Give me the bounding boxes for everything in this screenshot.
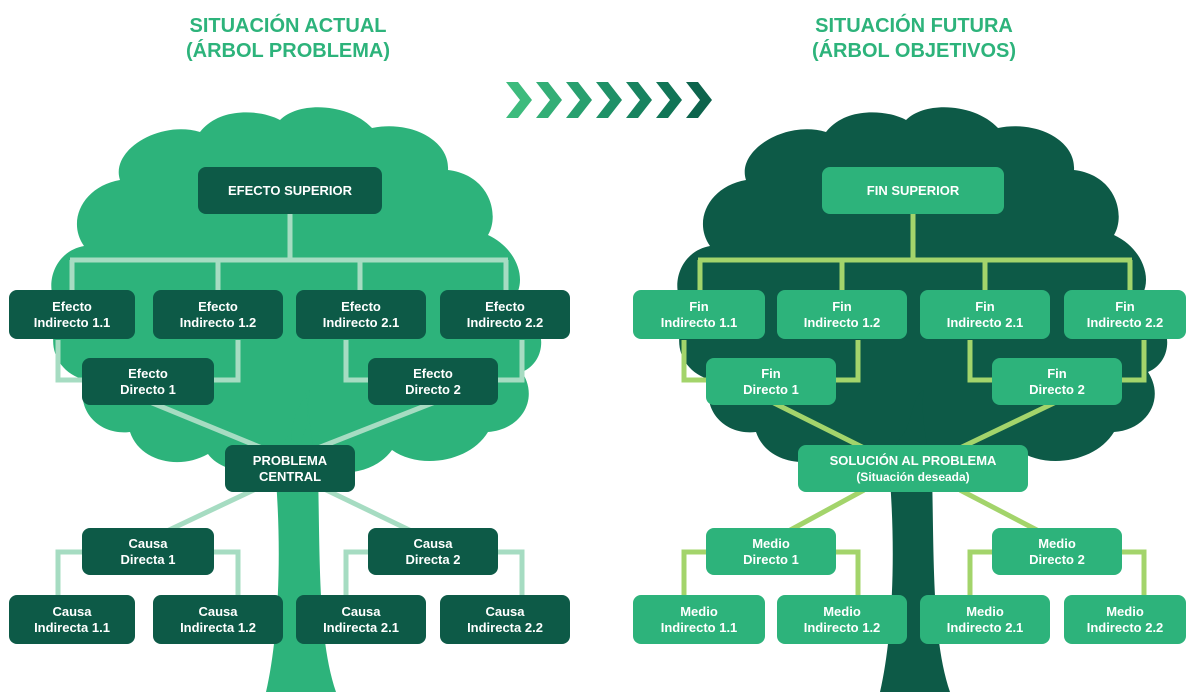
box-line2: Indirecta 1.2 bbox=[180, 619, 256, 635]
top-effect-box: EFECTO SUPERIOR bbox=[198, 167, 382, 214]
box-line1: Efecto bbox=[52, 298, 92, 314]
box-line2: Indirecto 1.1 bbox=[33, 314, 111, 330]
box-line2: (Situación deseada) bbox=[856, 469, 970, 484]
box-line1: Efecto bbox=[128, 365, 168, 381]
box-line1: Causa bbox=[128, 535, 168, 551]
box-line1: Causa bbox=[198, 603, 238, 619]
chevron-right-icon bbox=[536, 82, 562, 118]
box-line2: Indirecto 2.2 bbox=[466, 314, 544, 330]
box-line1: Efecto bbox=[485, 298, 525, 314]
box-line1: Medio bbox=[1038, 535, 1076, 551]
box-line2: Indirecto 1.1 bbox=[660, 619, 738, 635]
box-line1: Causa bbox=[413, 535, 453, 551]
chevron-right-icon bbox=[566, 82, 592, 118]
box-line1: Medio bbox=[752, 535, 790, 551]
box-line1: PROBLEMA bbox=[252, 452, 328, 468]
box-line2: Indirecto 1.2 bbox=[803, 314, 881, 330]
central-solution-box: SOLUCIÓN AL PROBLEMA(Situación deseada) bbox=[798, 445, 1028, 492]
box-line1: Fin bbox=[761, 365, 781, 381]
box-line1: Efecto bbox=[341, 298, 381, 314]
box-line1: Causa bbox=[52, 603, 92, 619]
box-line2: Indirecta 2.2 bbox=[467, 619, 543, 635]
box-line1: SOLUCIÓN AL PROBLEMA bbox=[829, 452, 997, 468]
chevron-right-icon bbox=[596, 82, 622, 118]
box-line2: CENTRAL bbox=[258, 468, 322, 484]
box-line2: Indirecto 1.1 bbox=[660, 314, 738, 330]
box-line2: Indirecto 1.2 bbox=[803, 619, 881, 635]
box-line1: Efecto bbox=[413, 365, 453, 381]
box-line1: Medio bbox=[1106, 603, 1144, 619]
box-line2: Directo 1 bbox=[120, 381, 176, 397]
box-line2: Indirecto 1.2 bbox=[179, 314, 257, 330]
right-title-line2: (ÁRBOL OBJETIVOS) bbox=[811, 40, 1017, 62]
box-line1: Causa bbox=[485, 603, 525, 619]
top-effect-label: EFECTO SUPERIOR bbox=[227, 182, 352, 198]
box-line1: Fin bbox=[832, 298, 852, 314]
box-line1: Causa bbox=[341, 603, 381, 619]
box-line1: Medio bbox=[680, 603, 718, 619]
box-line2: Indirecto 2.1 bbox=[946, 314, 1024, 330]
top-goal-label: FIN SUPERIOR bbox=[866, 182, 960, 198]
box-line1: Fin bbox=[1115, 298, 1135, 314]
top-goal-box: FIN SUPERIOR bbox=[822, 167, 1004, 214]
box-line2: Directa 1 bbox=[120, 551, 176, 567]
box-line2: Directo 1 bbox=[743, 381, 799, 397]
left-title-line1: SITUACIÓN ACTUAL bbox=[189, 15, 387, 37]
left-title-line2: (ÁRBOL PROBLEMA) bbox=[185, 40, 391, 62]
box-line2: Directo 2 bbox=[1029, 551, 1085, 567]
chevron-right-icon bbox=[686, 82, 712, 118]
chevron-right-icon bbox=[626, 82, 652, 118]
box-line2: Indirecta 2.1 bbox=[323, 619, 399, 635]
box-line2: Indirecto 2.2 bbox=[1086, 314, 1164, 330]
left-title: SITUACIÓN ACTUAL (ÁRBOL PROBLEMA) bbox=[108, 14, 468, 64]
box-line2: Indirecto 2.1 bbox=[946, 619, 1024, 635]
left-tree-branch bbox=[291, 395, 308, 445]
box-line2: Directo 2 bbox=[405, 381, 461, 397]
box-line2: Indirecta 1.1 bbox=[34, 619, 110, 635]
box-line1: Medio bbox=[823, 603, 861, 619]
right-title-line1: SITUACIÓN FUTURA bbox=[815, 15, 1013, 37]
left-connectors bbox=[55, 214, 525, 596]
box-line1: Fin bbox=[689, 298, 709, 314]
box-line2: Indirecto 2.1 bbox=[322, 314, 400, 330]
box-line2: Directo 1 bbox=[743, 551, 799, 567]
chevron-right-icon bbox=[656, 82, 682, 118]
chevron-right-icon bbox=[506, 82, 532, 118]
box-line1: Medio bbox=[966, 603, 1004, 619]
box-line2: Directa 2 bbox=[405, 551, 461, 567]
box-line2: Indirecto 2.2 bbox=[1086, 619, 1164, 635]
box-line1: Efecto bbox=[198, 298, 238, 314]
right-title: SITUACIÓN FUTURA (ÁRBOL OBJETIVOS) bbox=[734, 14, 1094, 64]
transition-arrows bbox=[506, 82, 712, 118]
box-line1: Fin bbox=[975, 298, 995, 314]
box-line1: Fin bbox=[1047, 365, 1067, 381]
box-line2: Directo 2 bbox=[1029, 381, 1085, 397]
